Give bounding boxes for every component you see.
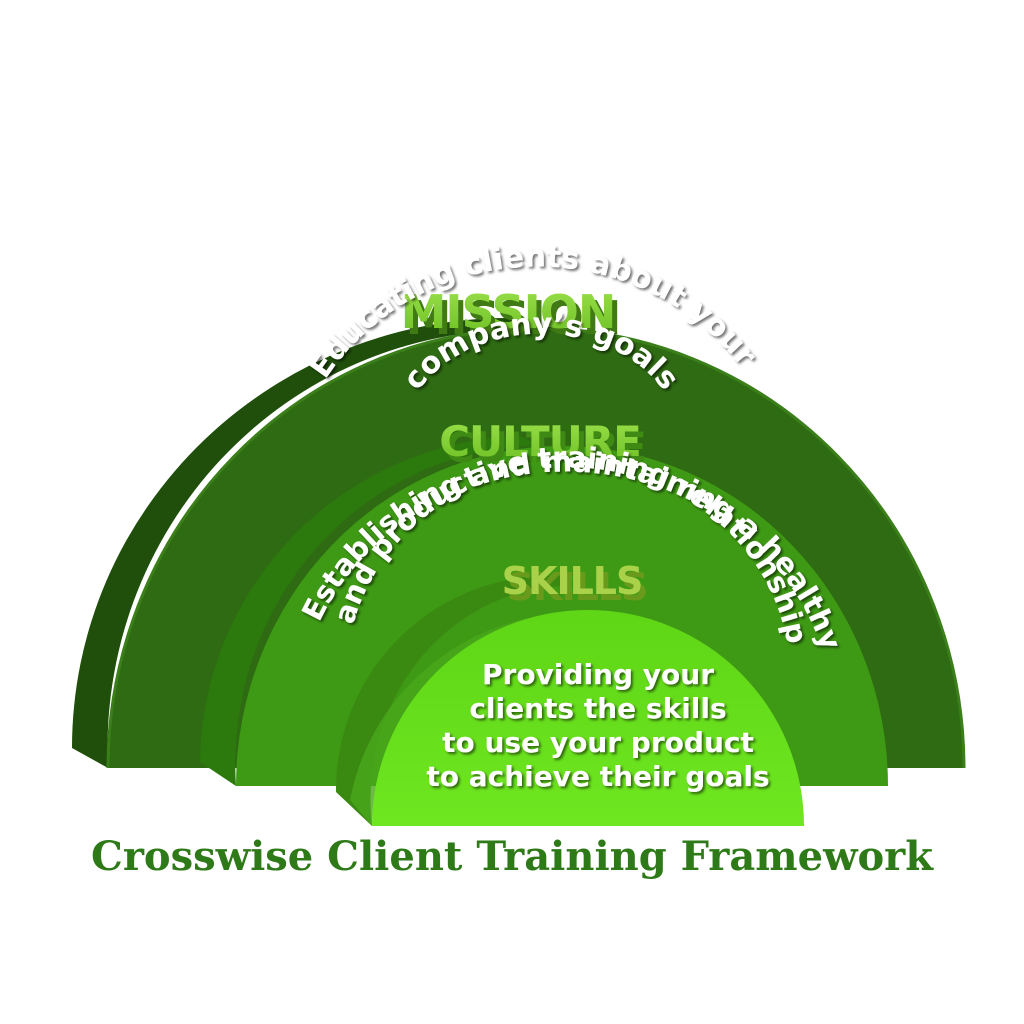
mission-heading: MISSION xyxy=(401,285,616,339)
skills-heading-shadow: SKILLS xyxy=(507,565,648,609)
mission-heading-group: MISSION MISSION xyxy=(401,285,622,345)
skills-layer xyxy=(335,575,804,826)
skills-heading: SKILLS xyxy=(502,559,643,603)
mission-band-highlight xyxy=(106,326,966,769)
skills-description-line-2: clients the skills xyxy=(469,692,726,725)
mission-heading-shadow: MISSION xyxy=(406,291,621,345)
framework-title: Crosswise Client Training Framework xyxy=(91,833,934,880)
skills-description-line-3: to use your product xyxy=(442,726,754,759)
culture-heading: CULTURE xyxy=(439,417,641,466)
culture-heading-group: CULTURE CULTURE xyxy=(439,417,647,472)
culture-band-side xyxy=(200,436,540,786)
culture-heading-shadow: CULTURE xyxy=(444,423,646,472)
skills-description-line-1: Providing your xyxy=(482,658,714,691)
skills-core xyxy=(372,610,804,826)
skills-heading-group: SKILLS SKILLS xyxy=(502,559,649,609)
skills-description: Providing your clients the skills to use… xyxy=(426,658,769,793)
skills-description-line-4: to achieve their goals xyxy=(426,760,769,793)
